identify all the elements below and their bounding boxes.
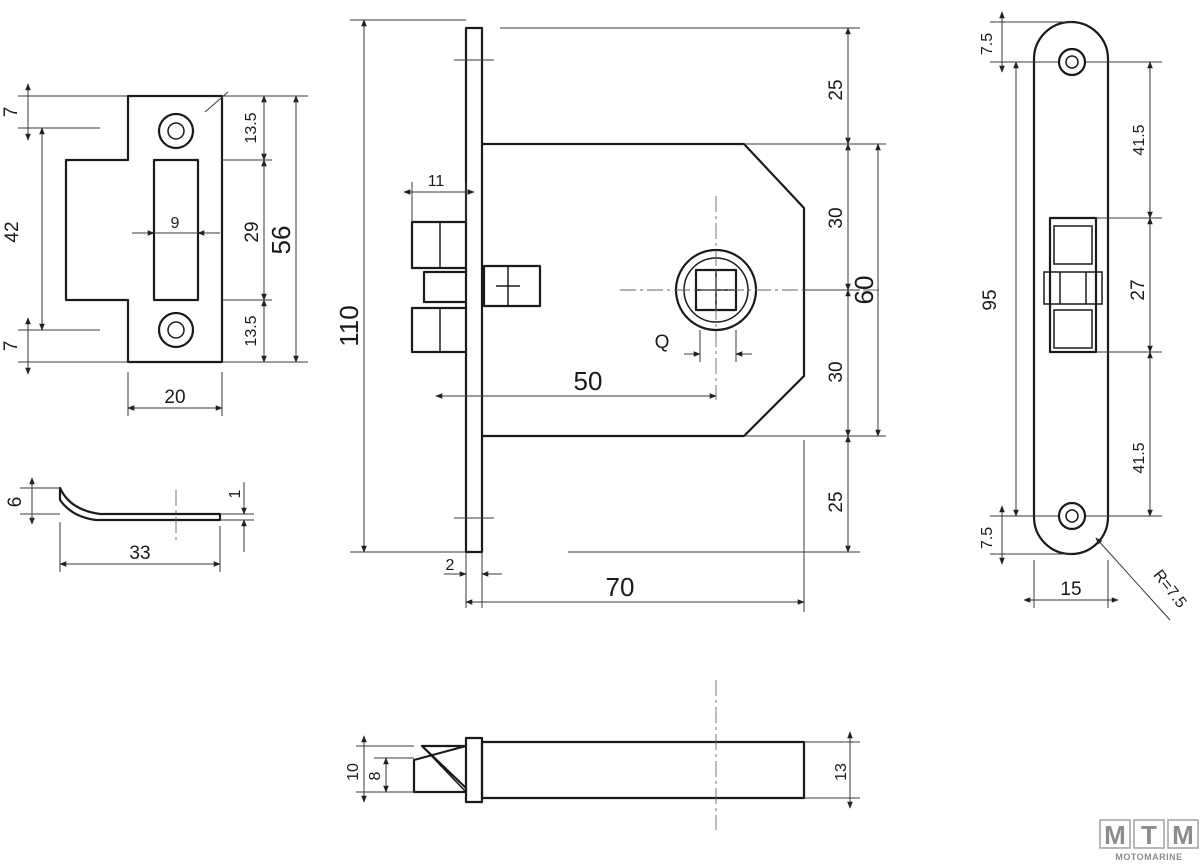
- dim-strike-top-tab: 7: [1, 107, 22, 118]
- side-faceplate: [464, 736, 484, 804]
- dim-lip-thickness: 1: [227, 489, 244, 498]
- strike-plate-view: 7 42 7 9 13.5 29 13.5 56 20: [1, 83, 308, 416]
- faceplate-bottom-screw: [1057, 501, 1087, 531]
- strike-plate-outline: [64, 94, 224, 364]
- dim-strike-slot-width: 9: [171, 215, 180, 232]
- dim-upper-half: 30: [826, 207, 847, 228]
- strike-bottom-hole-inner: [167, 321, 185, 339]
- dim-plate-lower: 41.5: [1131, 442, 1148, 473]
- side-latch-bevel: [412, 744, 468, 794]
- dim-plate-upper: 41.5: [1131, 124, 1148, 155]
- dim-plate-screw-top: 7.5: [979, 33, 996, 55]
- dim-strike-total-height: 56: [266, 226, 296, 255]
- faceplate: [464, 26, 484, 554]
- dim-lip-height: 6: [5, 497, 26, 508]
- dim-plate-height: 95: [980, 289, 1001, 310]
- logo-letter-1: M: [1104, 820, 1126, 850]
- faceplate-latch-top: [1053, 225, 1093, 265]
- dim-lock-depth: 70: [606, 572, 635, 602]
- strike-lip-view: 6 1 33: [5, 477, 254, 572]
- dim-strike-bottom-hole: 13.5: [243, 315, 260, 346]
- faceplate-latch-middle: [1043, 271, 1103, 305]
- dim-strike-width: 20: [164, 387, 185, 408]
- dim-strike-body-height: 42: [2, 221, 23, 242]
- lock-case-view: Q 11 50 110 2 70: [334, 19, 886, 612]
- lock-side-view: 10 8 13: [345, 680, 860, 830]
- side-case: [480, 740, 806, 800]
- dim-latch-projection: 11: [428, 173, 445, 190]
- strike-bottom-hole: [157, 311, 195, 349]
- dim-lock-height: 110: [334, 305, 364, 346]
- dim-lower-half: 30: [826, 361, 847, 382]
- dim-backset: 50: [574, 366, 603, 396]
- latch-tail: [482, 264, 542, 308]
- dim-plate-width: 15: [1060, 579, 1081, 600]
- logo-wordmark: MOTOMARINE: [1115, 852, 1182, 862]
- dim-latch-head: 10: [345, 763, 362, 781]
- dim-bottom-margin: 25: [826, 491, 847, 512]
- dim-strike-top-hole: 13.5: [243, 112, 260, 143]
- dim-latch-thickness: 8: [367, 771, 384, 780]
- dim-spindle: Q: [655, 332, 670, 353]
- strike-slot: [152, 158, 200, 302]
- dim-lip-length: 33: [129, 543, 150, 564]
- deadbolt: [410, 306, 468, 354]
- faceplate-latch-bottom: [1053, 309, 1093, 349]
- faceplate-front-view: 7.5 95 7.5 41.5 27 41.5 15 R=7.5: [979, 11, 1190, 621]
- faceplate-top-screw: [1057, 47, 1087, 77]
- dim-strike-bottom-tab: 7: [1, 341, 22, 352]
- dim-faceplate-thickness: 2: [446, 557, 455, 574]
- strike-top-hole-inner: [167, 122, 185, 140]
- logo-letter-2: T: [1141, 820, 1157, 850]
- dim-case-height: 60: [849, 276, 879, 305]
- dim-plate-middle: 27: [1128, 279, 1149, 300]
- lock-case-outline: [480, 142, 806, 438]
- dim-top-margin: 25: [826, 79, 847, 100]
- lip-outline: [58, 486, 222, 522]
- dim-plate-radius: R=7.5: [1150, 567, 1190, 612]
- dim-plate-screw-bottom: 7.5: [979, 527, 996, 549]
- dim-strike-slot-height: 29: [242, 221, 263, 242]
- dim-case-thickness: 13: [833, 763, 850, 781]
- logo-letter-3: M: [1172, 820, 1194, 850]
- latch-inner: [422, 270, 468, 304]
- strike-top-hole: [157, 112, 195, 150]
- latch-bolt: [410, 220, 468, 270]
- motomarine-logo: M T M MOTOMARINE: [1099, 819, 1199, 862]
- faceplate-latch-opening: [1048, 216, 1098, 354]
